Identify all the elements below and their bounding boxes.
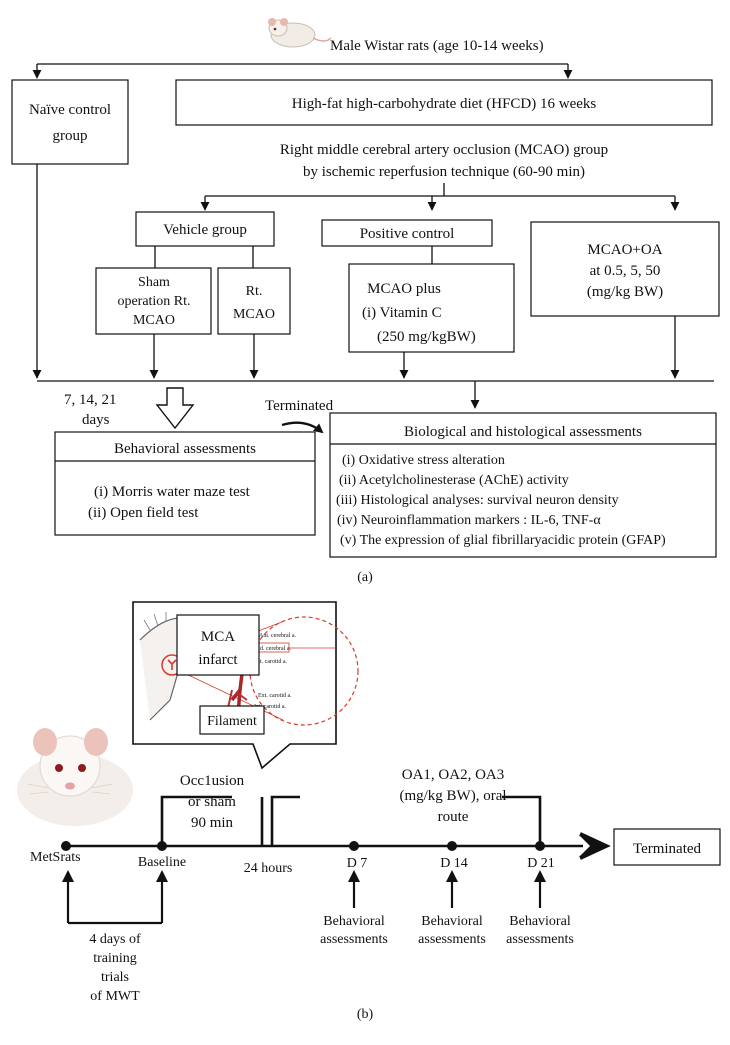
filament-label: Filament: [207, 714, 257, 729]
training-label-1: 4 days of: [89, 932, 141, 947]
oa-label-3: route: [438, 809, 469, 825]
mcao-oa-label-1: MCAO+OA: [587, 242, 662, 258]
mca-label-1: MCA: [201, 629, 235, 645]
bio-item-5: (v) The expression of glial fibrillaryac…: [340, 533, 666, 548]
behav-d7-label-1: Behavioral: [323, 914, 385, 929]
rt-mcao-label-1: Rt.: [246, 284, 263, 299]
rat-image: [17, 728, 133, 826]
bio-box: [329, 412, 717, 558]
hfcd-label: High-fat high-carbohydrate diet (HFCD) 1…: [292, 96, 597, 112]
rt-mcao-box: [217, 267, 291, 335]
terminated-curved-arrow-icon: [281, 421, 324, 434]
hfcd-box: [175, 79, 713, 126]
positive-control-label: Positive control: [360, 226, 455, 242]
anat-label-2: Mid. cerebral a.: [253, 646, 291, 652]
mca-label-2: infarct: [198, 652, 238, 668]
mcao-label-2: by ischemic reperfusion technique (60-90…: [303, 164, 585, 180]
mca-infarct-box: [176, 614, 260, 676]
behavioral-box: [54, 431, 316, 536]
rat-icon: [268, 18, 332, 48]
d14-label: D 14: [440, 856, 468, 871]
vitamin-c-box: [348, 263, 515, 353]
naive-label-2: group: [53, 128, 88, 144]
vitc-label-3: (250 mg/kgBW): [377, 329, 476, 345]
days-label-2: days: [82, 412, 110, 428]
timeline-arrowhead-icon: [580, 836, 604, 856]
dot-d7: [349, 841, 359, 851]
behavioral-item-1: (i) Morris water maze test: [94, 484, 251, 500]
sham-box: [95, 267, 212, 335]
metsrats-label: MetSrats: [30, 850, 81, 865]
naive-label-1: Naïve control: [29, 102, 111, 118]
hours24-label: 24 hours: [244, 861, 293, 876]
filament-box: [199, 705, 265, 735]
mcao-oa-label-3: (mg/kg BW): [587, 284, 663, 300]
vehicle-group-box: [135, 211, 275, 247]
oa-label-1: OA1, OA2, OA3: [402, 767, 505, 783]
terminated-box-b: [613, 828, 721, 866]
dot-d14: [447, 841, 457, 851]
panel-b-label: (b): [357, 1007, 374, 1022]
training-label-2: training: [93, 951, 137, 966]
bio-title: Biological and histological assessments: [404, 424, 642, 440]
behavioral-title: Behavioral assessments: [114, 441, 256, 457]
sham-label-1: Sham: [138, 275, 170, 290]
anat-label-1: Ant. cerebral a.: [259, 633, 296, 639]
terminated-label-a: Terminated: [265, 398, 334, 414]
vehicle-label: Vehicle group: [163, 222, 247, 238]
dot-metsrats: [61, 841, 71, 851]
occlusion-label-1: Occ1usion: [180, 773, 245, 789]
d7-label: D 7: [347, 856, 368, 871]
mcao-oa-box: [530, 221, 720, 317]
behav-d7-label-2: assessments: [320, 932, 388, 947]
anat-label-5: Int. carotid a.: [254, 704, 286, 710]
mcao-label-1: Right middle cerebral artery occlusion (…: [280, 142, 608, 158]
bio-item-1: (i) Oxidative stress alteration: [342, 453, 505, 468]
sham-label-3: MCAO: [133, 313, 175, 328]
occlusion-label-2: or sham: [188, 794, 236, 810]
oa-label-2: (mg/kg BW), oral: [399, 788, 506, 804]
timeline-steps: [160, 795, 542, 846]
mcao-oa-label-2: at 0.5, 5, 50: [590, 263, 661, 279]
training-label-4: of MWT: [90, 989, 140, 1004]
terminated-label-b: Terminated: [633, 841, 702, 857]
behav-d21-label-1: Behavioral: [509, 914, 571, 929]
behav-d14-label-2: assessments: [418, 932, 486, 947]
panel-a-label: (a): [357, 570, 373, 585]
vitc-label-2: (i) Vitamin C: [362, 305, 442, 321]
behavioral-item-2: (ii) Open field test: [88, 505, 199, 521]
bio-item-3: (iii) Histological analyses: survival ne…: [336, 493, 619, 508]
days-label-1: 7, 14, 21: [64, 392, 117, 408]
anat-label-3: Int. carotid a.: [255, 659, 287, 665]
behav-d14-label-1: Behavioral: [421, 914, 483, 929]
training-bracket: [66, 872, 164, 925]
hollow-down-arrow-icon: [155, 387, 195, 430]
rt-mcao-label-2: MCAO: [233, 307, 275, 322]
training-label-3: trials: [101, 970, 129, 985]
dot-d21: [535, 841, 545, 851]
behav-d21-label-2: assessments: [506, 932, 574, 947]
baseline-label: Baseline: [138, 855, 186, 870]
d21-label: D 21: [527, 856, 555, 871]
dot-baseline: [157, 841, 167, 851]
sham-label-2: operation Rt.: [117, 294, 190, 309]
naive-control-box: [11, 79, 129, 165]
bio-item-4: (iv) Neuroinflammation markers : IL-6, T…: [337, 513, 601, 528]
rats-title: Male Wistar rats (age 10-14 weeks): [330, 38, 544, 54]
anat-label-4: Ext. carotid a.: [258, 693, 292, 699]
occlusion-label-3: 90 min: [191, 815, 234, 831]
positive-control-box: [321, 219, 493, 247]
bio-item-2: (ii) Acetylcholinesterase (AChE) activit…: [339, 473, 569, 488]
vitc-label-1: MCAO plus: [367, 281, 441, 297]
